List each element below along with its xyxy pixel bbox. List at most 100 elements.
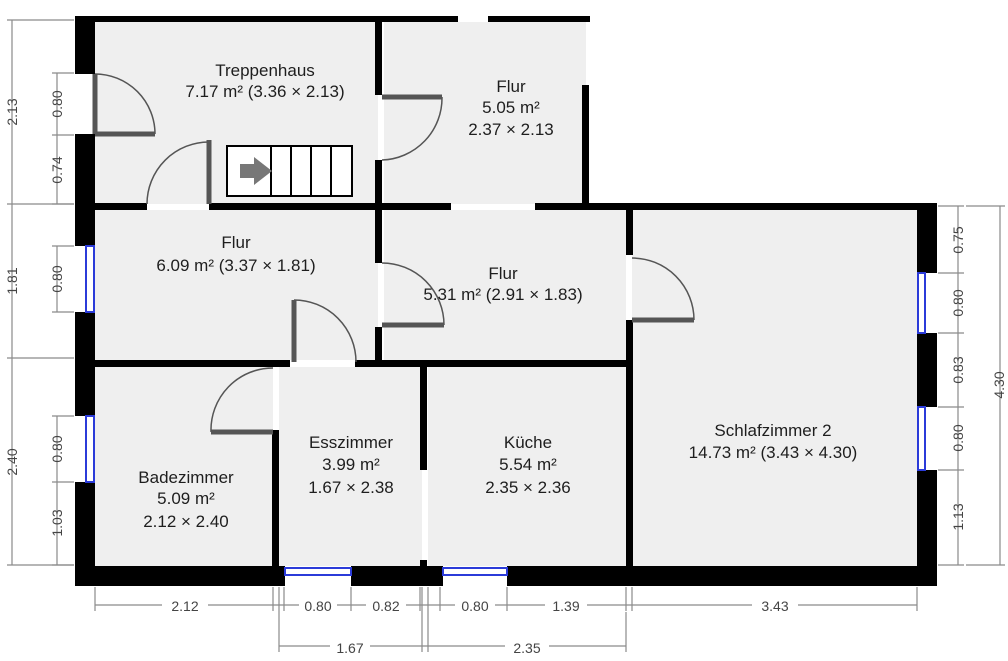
dim-bottom-2: 0.80 [304,598,331,614]
dim-right-inner-3: 0.83 [950,356,966,383]
door-badezimmer [210,367,274,435]
wall-left-4 [75,482,95,586]
wall-top-right [488,16,590,22]
badezimmer-area: 5.09 m² [157,489,215,508]
wall-v4-b [420,560,427,586]
dim-bottom-4: 0.80 [461,598,488,614]
dimensions-left-outer: 2.13 1.81 2.40 [4,19,74,566]
dim-right-inner-1: 0.75 [950,226,966,253]
walls [75,16,937,586]
dim-left-inner-5: 1.03 [49,509,65,536]
wall-h1-a [95,203,147,210]
wall-bottom-1 [75,566,285,586]
wall-v1-c [375,327,382,363]
door-schlafzimmer [631,257,695,323]
schlafzimmer-area: 14.73 m² (3.43 × 4.30) [689,443,858,462]
wall-schlaf-top [535,203,937,210]
kueche-dims: 2.35 × 2.36 [485,478,571,497]
window-badezimmer [85,415,95,483]
schlafzimmer-name: Schlafzimmer 2 [714,421,831,440]
flur-left-floor [95,210,378,360]
dim-left-outer-3: 2.40 [4,448,20,475]
wall-left-1 [75,16,95,74]
stair-arrow-icon [240,157,272,185]
treppenhaus-area: 7.17 m² (3.36 × 2.13) [185,82,344,101]
dimensions-right-outer: 4.30 [966,205,1007,566]
windows [85,245,926,576]
dim-bottom-row2-2: 2.35 [513,640,540,656]
flur-left-area: 6.09 m² (3.37 × 1.81) [156,256,315,275]
dim-bottom-6: 3.43 [761,598,788,614]
wall-bottom-3 [507,566,937,586]
flur-left-name: Flur [221,233,251,252]
badezimmer-dims: 2.12 × 2.40 [143,512,229,531]
dim-left-inner-2: 0.74 [49,156,65,183]
kueche-name: Küche [504,433,552,452]
dim-right-inner-5: 1.13 [950,503,966,530]
flur-mid-name: Flur [488,264,518,283]
window-schlaf-2 [917,406,926,471]
dim-bottom-5: 1.39 [552,598,579,614]
wall-top-left [75,16,458,22]
dimensions-left-inner: 0.80 0.74 0.80 0.80 1.03 [49,72,74,566]
wall-v2-b [626,320,633,586]
dim-bottom-row2-1: 1.67 [336,640,363,656]
wall-v2-a [626,203,633,255]
wall-h2-a [95,360,290,367]
flur-top-floor [384,22,586,204]
dim-right-inner-4: 0.80 [950,424,966,451]
treppenhaus-name: Treppenhaus [215,61,315,80]
dimensions-bottom-row1: 2.12 0.80 0.82 0.80 1.39 3.43 [94,587,918,614]
door-entrance [92,73,156,137]
door-esszimmer [291,299,357,363]
wall-left-3 [75,312,95,416]
dimensions-bottom-row2: 1.67 2.35 [278,587,627,656]
esszimmer-area: 3.99 m² [322,455,380,474]
schlafzimmer-floor [632,210,917,566]
kueche-floor [428,367,626,566]
window-esszimmer [284,567,352,576]
flur-top-dims: 2.37 × 2.13 [468,120,554,139]
wall-flur-top-right [582,85,589,204]
window-flur-left [85,245,95,313]
doors [92,73,695,435]
wall-v3 [272,430,279,586]
flur-top-name: Flur [496,77,526,96]
dim-left-inner-3: 0.80 [49,265,65,292]
badezimmer-name: Badezimmer [138,468,234,487]
wall-right-2 [917,333,937,407]
badezimmer-floor [95,367,273,566]
dim-left-outer-2: 1.81 [4,267,20,294]
wall-v1-a [375,16,382,95]
staircase [226,145,353,197]
window-schlaf-1 [917,272,926,334]
wall-h1-b [209,203,451,210]
esszimmer-dims: 1.67 × 2.38 [308,478,394,497]
dim-bottom-3: 0.82 [372,598,399,614]
wall-h2-b [355,360,630,367]
dim-right-inner-2: 0.80 [950,289,966,316]
dim-bottom-1: 2.12 [171,598,198,614]
dim-left-outer-1: 2.13 [4,98,20,125]
wall-v4-a [420,360,427,470]
dim-left-inner-4: 0.80 [49,435,65,462]
room-floors [95,22,917,566]
flur-mid-floor [384,210,626,360]
door-flur-mid [381,262,445,328]
flur-mid-area: 5.31 m² (2.91 × 1.83) [423,285,582,304]
kueche-area: 5.54 m² [499,455,557,474]
esszimmer-floor [279,367,422,566]
wall-v1-b [375,160,382,263]
wall-right-3 [917,470,937,586]
esszimmer-name: Esszimmer [309,433,393,452]
dim-left-inner-1: 0.80 [49,90,65,117]
window-kueche [442,567,508,576]
room-labels: Treppenhaus 7.17 m² (3.36 × 2.13) Flur 5… [138,61,857,531]
dim-right-outer-1: 4.30 [991,371,1007,398]
wall-bottom-2 [351,566,443,586]
flur-top-area: 5.05 m² [482,98,540,117]
door-flur-top [381,94,443,161]
door-treppenhaus-flur [146,140,212,205]
wall-right-1 [917,203,937,273]
